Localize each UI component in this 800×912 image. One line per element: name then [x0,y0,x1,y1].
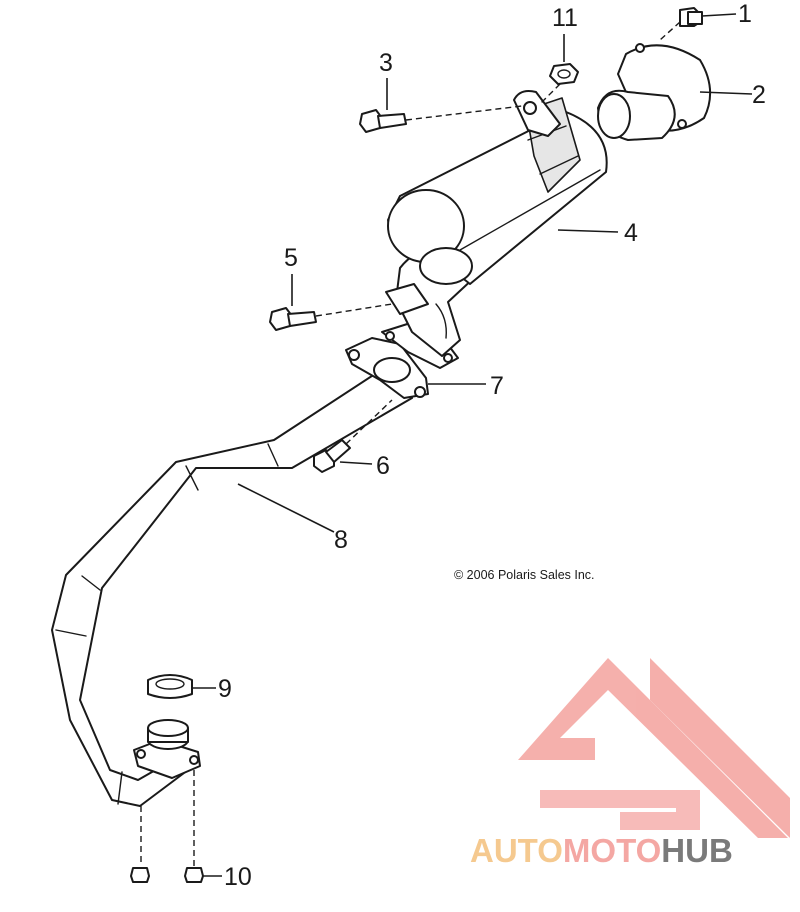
watermark-word-auto: AUTO [470,832,563,869]
copyright-text: © 2006 Polaris Sales Inc. [454,568,595,582]
watermark-word-moto: MOTO [563,832,661,869]
muffler-mount-bracket [513,90,561,137]
callout-3: 3 [379,49,393,77]
muffler-part-4[interactable] [387,97,608,285]
bolt-part-5[interactable] [269,307,317,331]
spark-arrestor-part-2[interactable] [597,43,711,141]
watermark-wordmark: AUTOMOTOHUB [470,832,733,869]
callout-5: 5 [284,244,298,272]
nut-part-10-right[interactable] [184,867,204,883]
callout-10: 10 [224,863,252,891]
gasket-part-9[interactable] [147,674,193,699]
watermark-inner-triangle-icon [650,658,790,838]
clamp-part-7[interactable] [345,319,459,399]
watermark-word-hub: HUB [661,832,733,869]
callout-11: 11 [552,4,578,32]
watermark-g-icon [540,790,700,830]
watermark-logo [518,658,790,838]
nut-part-10-left[interactable] [130,867,150,883]
screw-part-1[interactable] [679,7,703,27]
callout-4: 4 [624,219,638,247]
callout-1: 1 [738,0,752,28]
callout-7: 7 [490,372,504,400]
bolt-part-3[interactable] [359,109,407,133]
callout-8: 8 [334,526,348,554]
callout-9: 9 [218,675,232,703]
watermark-triangle-icon [518,658,788,838]
leader-lines [192,13,753,877]
callout-6: 6 [376,452,390,480]
nut-part-11[interactable] [549,63,579,85]
pipe-flange [133,719,201,779]
bolt-part-6[interactable] [313,439,351,473]
head-pipe-part-8[interactable] [51,371,413,807]
callout-2: 2 [752,81,766,109]
